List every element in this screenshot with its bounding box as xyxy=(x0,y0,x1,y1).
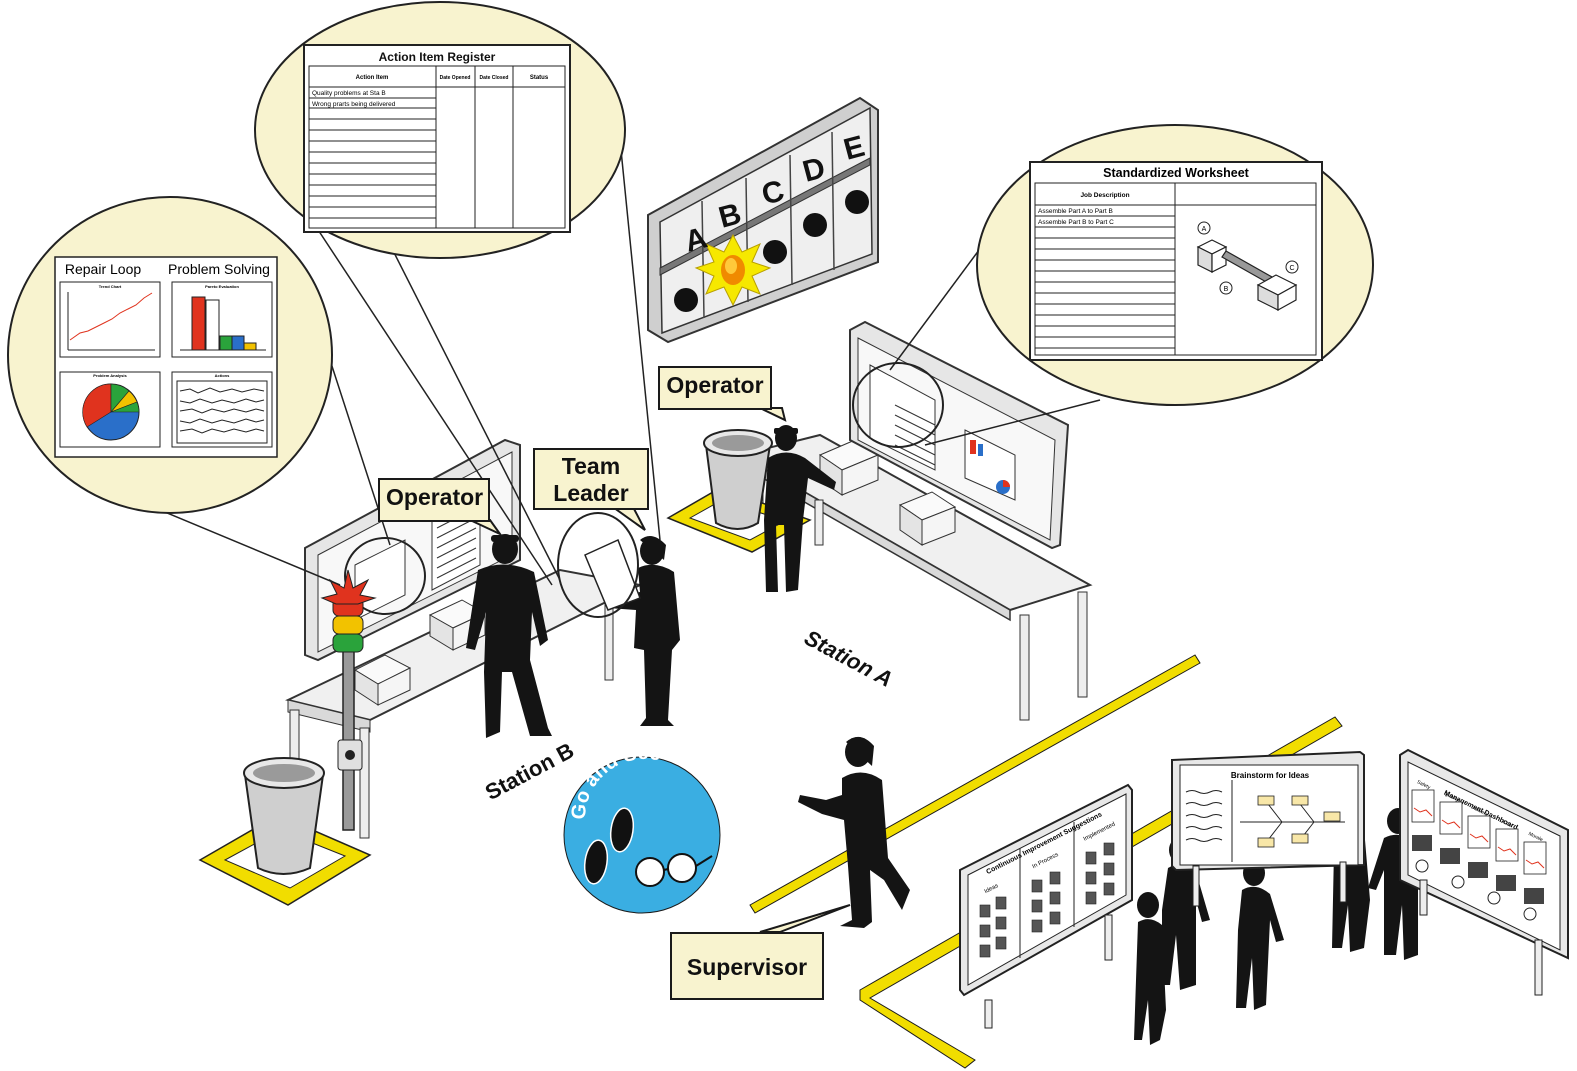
station-a-board xyxy=(849,320,1070,550)
repair-loop-heading: Repair Loop xyxy=(65,261,141,277)
worksheet-row-2: Assemble Part B to Part C xyxy=(1038,219,1114,226)
actions-caption: Actions xyxy=(215,373,230,378)
supervisor-label: Supervisor xyxy=(670,932,824,1000)
trend-chart-caption: Trend Chart xyxy=(99,284,122,289)
pareto-caption: Pareto Evaluation xyxy=(205,284,239,289)
brainstorm-board-title: Brainstorm for Ideas xyxy=(1231,771,1310,780)
action-item-register-callout: Action Item Register Action Item Date Op… xyxy=(254,1,626,259)
operator-station-a-figure xyxy=(764,425,836,592)
eyeglasses-icon xyxy=(635,853,713,887)
problem-solving-heading: Problem Solving xyxy=(168,261,270,277)
col-date-opened: Date Opened xyxy=(440,75,471,81)
mgmt-col-cost: Cost xyxy=(1502,819,1514,829)
worksheet-point-b: B xyxy=(1224,286,1229,293)
col-job-description: Job Description xyxy=(1080,192,1129,199)
andon-light-tower xyxy=(320,569,377,831)
problem-solving-callout: Repair Loop Problem Solving Trend Chart … xyxy=(7,196,333,514)
supervisor-figure xyxy=(798,736,910,928)
clipboard-paper xyxy=(557,512,641,618)
footprints-icon xyxy=(583,807,635,885)
management-dashboard-board: Management Dashboard Safety Quality Deli… xyxy=(1399,748,1569,996)
mgmt-col-safety: Safety xyxy=(1416,779,1432,791)
go-and-see-badge: Go and See xyxy=(563,742,721,914)
assembly-parts-sketch xyxy=(1196,239,1298,312)
station-b-trash-can xyxy=(198,757,372,906)
station-b-label: Station B xyxy=(481,738,578,805)
worksheet-row-1: Assemble Part A to Part B xyxy=(1038,208,1113,215)
col-action-item: Action Item xyxy=(356,75,389,81)
register-row-2: Wrong prarts being delivered xyxy=(312,101,396,108)
worksheet-point-c: C xyxy=(1289,265,1294,272)
worksheet-title: Standardized Worksheet xyxy=(1103,166,1249,180)
action-register-title: Action Item Register xyxy=(379,50,496,64)
operator-b-label: Operator xyxy=(378,478,490,522)
worksheet-point-a: A xyxy=(1202,226,1207,233)
operator-station-b-figure xyxy=(466,534,552,738)
andon-display-board: A B C D E xyxy=(647,96,879,344)
col-date-closed: Date Closed xyxy=(480,75,509,81)
team-leader-label: Team Leader xyxy=(533,448,649,510)
continuous-improvement-board: Continuous Improvement Suggestions Ideas… xyxy=(959,783,1133,1029)
problem-analysis-caption: Problem Analysis xyxy=(93,373,127,378)
brainstorm-board: Brainstorm for Ideas xyxy=(1171,750,1365,907)
register-row-1: Quality problems at Sta B xyxy=(312,90,386,97)
operator-a-label: Operator xyxy=(658,366,772,410)
col-status: Status xyxy=(530,75,549,81)
standardized-worksheet-callout: Standardized Worksheet Job Description A… xyxy=(976,124,1374,406)
station-a-label: Station A xyxy=(800,625,896,692)
